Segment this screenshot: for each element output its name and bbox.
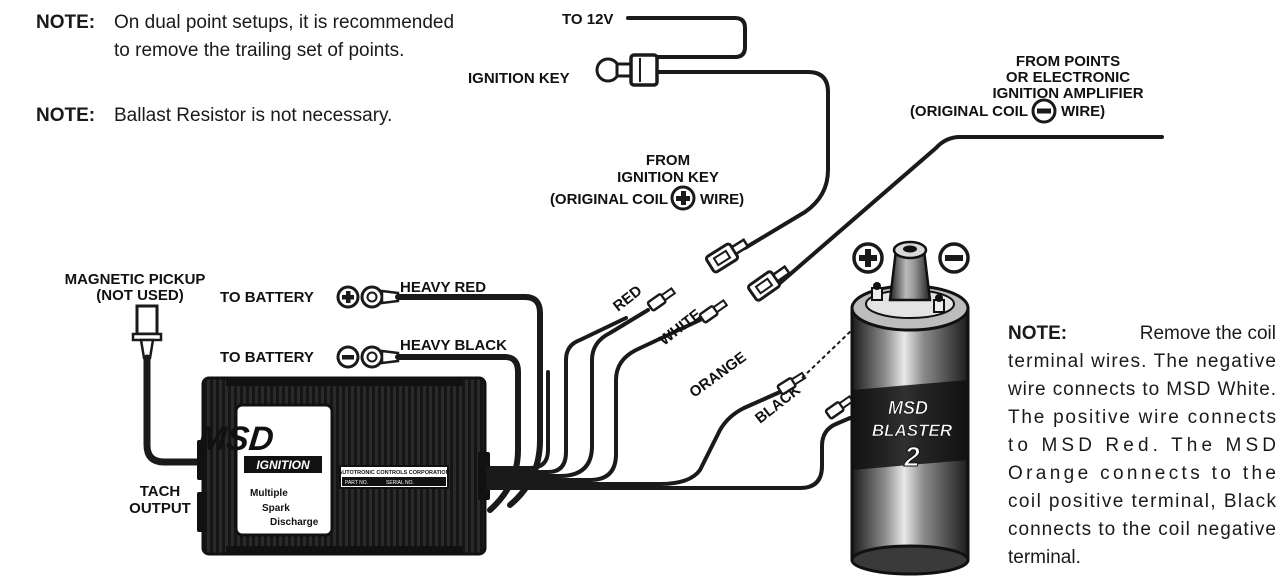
svg-text:(NOT USED): (NOT USED) bbox=[96, 287, 184, 304]
note-line: Remove the coil bbox=[1140, 323, 1276, 344]
spade-connector-icon bbox=[704, 238, 750, 274]
svg-text:WIRE): WIRE) bbox=[1061, 103, 1105, 120]
note-dual-points: NOTE: On dual point setups, it is recomm… bbox=[36, 12, 454, 61]
coil-brand-blaster: BLASTER bbox=[872, 421, 953, 440]
label-tach-output: TACH OUTPUT bbox=[129, 483, 191, 517]
box-brand-ignition: IGNITION bbox=[256, 458, 310, 472]
label-ignition-key: IGNITION KEY bbox=[468, 70, 570, 87]
label-from-points: FROM POINTS OR ELECTRONIC IGNITION AMPLI… bbox=[910, 53, 1144, 124]
label-from-key: FROM IGNITION KEY (ORIGINAL COIL WIRE) bbox=[550, 152, 744, 211]
wire-12v bbox=[626, 16, 747, 59]
svg-text:OR ELECTRONIC: OR ELECTRONIC bbox=[1006, 69, 1130, 86]
spade-connector-icon bbox=[698, 298, 729, 324]
label-magnetic-pickup: MAGNETIC PICKUP (NOT USED) bbox=[65, 271, 206, 304]
box-brand-msd: MSD bbox=[196, 420, 276, 458]
minus-circle-icon bbox=[336, 345, 360, 369]
note-line: Orange connects to the bbox=[1008, 463, 1276, 484]
svg-text:IGNITION AMPLIFIER: IGNITION AMPLIFIER bbox=[992, 85, 1143, 102]
note-line: coil positive terminal, Black bbox=[1008, 491, 1277, 512]
note-line: The positive wire connects bbox=[1008, 407, 1276, 428]
label-wire-orange: ORANGE bbox=[686, 349, 749, 401]
label-to-12v: TO 12V bbox=[562, 11, 613, 28]
note-line: terminal. bbox=[1008, 547, 1081, 568]
box-part-no: PART NO. bbox=[345, 480, 368, 486]
plus-circle-icon bbox=[336, 285, 360, 309]
wire-orange bbox=[486, 390, 782, 486]
label-to-battery-neg: TO BATTERY bbox=[220, 349, 314, 366]
note-ballast: NOTE: Ballast Resistor is not necessary. bbox=[36, 105, 392, 126]
box-sub: Multiple bbox=[250, 488, 288, 499]
msd-blaster-coil: MSD BLASTER 2 bbox=[850, 240, 970, 576]
wire-harness bbox=[486, 316, 628, 474]
wire-from-points bbox=[778, 135, 1164, 285]
svg-text:FROM POINTS: FROM POINTS bbox=[1016, 53, 1120, 70]
svg-text:IGNITION KEY: IGNITION KEY bbox=[617, 169, 719, 186]
wire-red bbox=[486, 308, 650, 478]
box-serial-no: SERIAL NO. bbox=[386, 480, 414, 486]
svg-text:FROM: FROM bbox=[646, 152, 690, 169]
label-to-battery-pos: TO BATTERY bbox=[220, 289, 314, 306]
note-prefix: NOTE: bbox=[1008, 323, 1067, 344]
box-sub: Discharge bbox=[270, 517, 319, 528]
ignition-key-icon bbox=[595, 53, 659, 87]
spade-connector-icon bbox=[776, 371, 807, 396]
box-plate-title: AUTOTRONIC CONTROLS CORPORATION bbox=[338, 470, 449, 476]
spade-connector-icon bbox=[824, 394, 855, 420]
wire-black bbox=[486, 416, 852, 490]
note-prefix: NOTE: bbox=[36, 12, 95, 33]
note-line: On dual point setups, it is recommended bbox=[114, 12, 454, 33]
note-line: terminal wires. The negative bbox=[1008, 351, 1276, 372]
svg-text:MAGNETIC PICKUP: MAGNETIC PICKUP bbox=[65, 271, 206, 288]
spade-connector-icon bbox=[747, 264, 791, 302]
label-heavy-black: HEAVY BLACK bbox=[400, 337, 507, 354]
ring-terminal-icon bbox=[360, 345, 400, 369]
note-prefix: NOTE: bbox=[36, 105, 95, 126]
magnetic-pickup-connector bbox=[131, 304, 163, 360]
msd-ignition-box: MSD IGNITION Multiple Spark Discharge AU… bbox=[196, 376, 490, 556]
minus-circle-icon bbox=[938, 242, 970, 274]
svg-text:WIRE): WIRE) bbox=[700, 191, 744, 208]
note-line: wire connects to MSD White. bbox=[1007, 379, 1276, 400]
note-coil: NOTE: Remove the coil terminal wires. Th… bbox=[1007, 323, 1277, 568]
coil-brand-2: 2 bbox=[903, 441, 920, 472]
wire-white bbox=[486, 318, 702, 482]
spade-connector-icon bbox=[646, 286, 677, 312]
coil-brand-msd: MSD bbox=[888, 398, 928, 418]
note-line: to MSD Red. The MSD bbox=[1008, 435, 1276, 456]
plus-circle-icon bbox=[670, 185, 696, 211]
ring-terminal-icon bbox=[360, 285, 400, 309]
svg-text:(ORIGINAL COIL: (ORIGINAL COIL bbox=[910, 103, 1028, 120]
label-heavy-red: HEAVY RED bbox=[400, 279, 486, 296]
note-line: to remove the trailing set of points. bbox=[114, 40, 404, 61]
wire-key-output bbox=[653, 70, 830, 250]
svg-text:(ORIGINAL COIL: (ORIGINAL COIL bbox=[550, 191, 668, 208]
plus-circle-icon bbox=[852, 242, 884, 274]
box-sub: Spark bbox=[262, 503, 290, 514]
wire-magnetic-pickup bbox=[143, 354, 207, 466]
label-wire-white: WHITE bbox=[656, 306, 705, 349]
wire-harness bbox=[486, 370, 550, 470]
note-line: connects to the coil negative bbox=[1008, 519, 1276, 540]
svg-text:OUTPUT: OUTPUT bbox=[129, 500, 191, 517]
svg-text:TACH: TACH bbox=[140, 483, 181, 500]
minus-circle-icon bbox=[1031, 98, 1057, 124]
note-line: Ballast Resistor is not necessary. bbox=[114, 105, 392, 126]
wire-heavy-black bbox=[395, 354, 521, 513]
label-wire-red: RED bbox=[610, 282, 646, 315]
